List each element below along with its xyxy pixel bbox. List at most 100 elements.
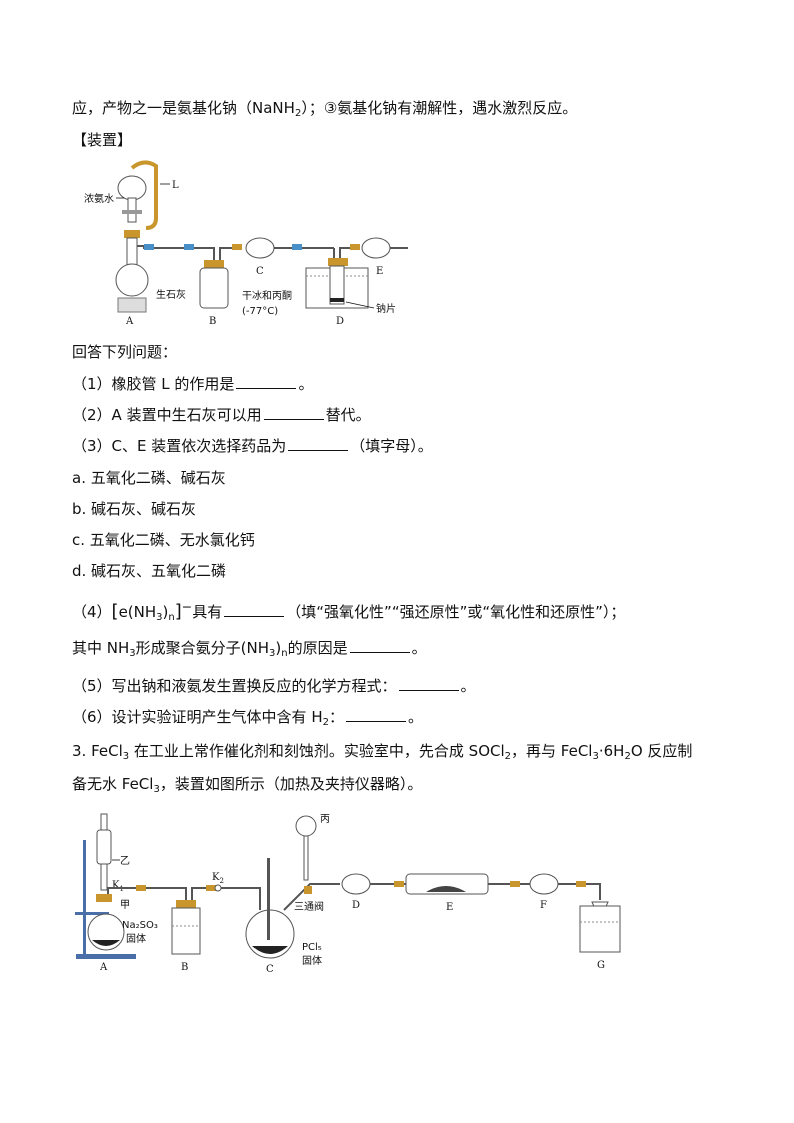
beaker-G xyxy=(579,905,621,953)
thermometer xyxy=(267,858,270,940)
problem-3-l1sub2: 2 xyxy=(504,751,512,762)
label-E1: E xyxy=(376,266,383,277)
option-d: d. 碱石灰、五氧化二磷 xyxy=(72,562,227,580)
problem-3-l1sub: 3 xyxy=(122,751,130,762)
label-C2: C xyxy=(266,964,274,975)
label-bing: 丙 xyxy=(320,814,330,825)
answer-blank-4a[interactable] xyxy=(224,602,285,617)
drying-tube-F xyxy=(529,873,559,895)
label-K2: K2 xyxy=(212,872,224,885)
rubber-tube-L xyxy=(130,160,158,230)
question-2-text: （2）A 装置中生石灰可以用 xyxy=(72,406,262,424)
label-conc-ammonia: 浓氨水 xyxy=(84,192,114,205)
answer-blank-5[interactable] xyxy=(398,676,459,691)
question-4-line2-b: 形成聚合氨分子(NH xyxy=(135,639,270,657)
apparatus-figure-1: L 浓氨水 生石灰 A B C 干冰和丙酮 (-77°C) D 钠片 E xyxy=(84,160,408,327)
question-4-mid: 具有 xyxy=(192,603,223,621)
option-a: a. 五氧化二磷、碱石灰 xyxy=(72,469,226,487)
label-K1: K1 xyxy=(112,880,124,893)
label-temp: (-77°C) xyxy=(242,306,278,317)
question-4-line2-n: n xyxy=(281,648,288,659)
label-D1: D xyxy=(336,316,344,327)
question-4-end: （填“强氧化性”“强还原性”或“氧化性和还原性”）； xyxy=(286,603,626,621)
intro-text-2: ）；③氨基化钠有潮解性，遇水激烈反应。 xyxy=(301,99,578,117)
question-4-formula-sub: 3 xyxy=(156,612,163,623)
problem-3-l1a: 3. FeCl xyxy=(72,742,123,760)
label-E2: E xyxy=(446,902,453,913)
problem-3-l1e: O 反应制 xyxy=(630,742,693,760)
question-3-text: （3）C、E 装置依次选择药品为 xyxy=(72,437,287,455)
answer-blank-3[interactable] xyxy=(288,436,349,451)
flask-A xyxy=(115,263,149,297)
label-jia: 甲 xyxy=(120,900,130,911)
section-device-heading: 【装置】 xyxy=(72,131,133,149)
problem-3-line-1: 3. FeCl3 在工业上常作催化剂和刻蚀剂。实验室中，先合成 SOCl2，再与… xyxy=(72,741,692,767)
question-1-end: 。 xyxy=(298,375,314,393)
separatory-funnel xyxy=(117,175,147,201)
drying-tube-bing xyxy=(295,815,317,837)
intro-formula: NaNH xyxy=(252,99,295,117)
question-4-line2-sub: 3 xyxy=(129,648,136,659)
question-5-end: 。 xyxy=(460,677,476,695)
question-6-end: 。 xyxy=(407,708,423,726)
label-B1: B xyxy=(209,316,216,327)
label-B2: B xyxy=(181,962,188,973)
drying-tube-E xyxy=(361,237,391,259)
question-4-line2-a: 其中 NH xyxy=(72,639,130,657)
drying-tube-C xyxy=(245,237,275,259)
answer-blank-1[interactable] xyxy=(236,374,297,389)
label-A2: A xyxy=(99,962,108,973)
problem-3-l1b: 在工业上常作催化剂和刻蚀剂。实验室中，先合成 SOCl xyxy=(129,742,505,760)
answer-blank-6[interactable] xyxy=(345,707,406,722)
question-4-formula: e(NH xyxy=(118,603,157,621)
label-dry-ice: 干冰和丙酮 xyxy=(242,289,292,302)
problem-3-l1d: ·6H xyxy=(598,742,625,760)
question-4-line2-sub2: 3 xyxy=(269,648,276,659)
question-6: （6）设计实验证明产生气体中含有 H2： 。 xyxy=(72,707,423,733)
option-c: c. 五氧化二磷、无水氯化钙 xyxy=(72,531,255,549)
question-2: （2）A 装置中生石灰可以用替代。 xyxy=(72,405,371,425)
problem-3-l1sub4: 2 xyxy=(624,751,631,762)
answer-blank-2[interactable] xyxy=(263,405,324,420)
question-5-text: （5）写出钠和液氨发生置换反应的化学方程式： xyxy=(72,677,397,695)
question-6-text: （6）设计实验证明产生气体中含有 H xyxy=(72,708,323,726)
question-3-end: （填字母）。 xyxy=(350,437,433,455)
question-3: （3）C、E 装置依次选择药品为 （填字母）。 xyxy=(72,436,433,456)
label-pcl5-solid: 固体 xyxy=(302,955,322,967)
bottle-B2 xyxy=(171,907,201,955)
question-5: （5）写出钠和液氨发生置换反应的化学方程式： 。 xyxy=(72,676,476,696)
dropping-funnel-yi xyxy=(96,829,112,865)
intro-text-1: 应，产物之一是氨基化钠（ xyxy=(72,99,253,117)
label-D2: D xyxy=(352,900,360,911)
intro-formula-sub: 2 xyxy=(294,108,302,119)
label-yi: 乙 xyxy=(120,855,130,867)
answer-header: 回答下列问题： xyxy=(72,343,178,361)
quicklime-block xyxy=(117,297,147,313)
question-4-line2-c: ) xyxy=(275,639,282,657)
intro-line: 应，产物之一是氨基化钠（NaNH2）；③氨基化钠有潮解性，遇水激烈反应。 xyxy=(72,98,577,124)
problem-3-l2sub: 3 xyxy=(153,784,160,795)
label-na2so3: Na₂SO₃ xyxy=(122,920,158,931)
question-4: （4）[e(NH3)n]−具有（填“强氧化性”“强还原性”或“氧化性和还原性”）… xyxy=(72,599,626,623)
option-b: b. 碱石灰、碱石灰 xyxy=(72,500,197,518)
bottle-B xyxy=(199,267,229,309)
label-pcl5: PCl₅ xyxy=(302,942,322,953)
label-solid-A: 固体 xyxy=(126,933,146,945)
question-6-mid: ： xyxy=(328,708,344,726)
question-6-sub: 2 xyxy=(322,717,329,728)
apparatus-figure-2: 乙 K1 甲 Na₂SO₃ 固体 A B K2 PCl₅ 固体 C 丙 三通阀 … xyxy=(75,813,621,975)
label-A1: A xyxy=(125,316,134,327)
problem-3-l2b: ，装置如图所示（加热及夹持仪器略）。 xyxy=(159,775,423,793)
question-1: （1）橡胶管 L 的作用是。 xyxy=(72,374,313,394)
problem-3-l1c: ，再与 FeCl xyxy=(511,742,593,760)
answer-blank-4b[interactable] xyxy=(349,638,410,653)
label-sodium: 钠片 xyxy=(376,302,396,315)
problem-3-line-2: 备无水 FeCl3，装置如图所示（加热及夹持仪器略）。 xyxy=(72,774,422,800)
question-4-formula-n: n xyxy=(168,612,175,623)
problem-3-l1sub3: 3 xyxy=(592,751,599,762)
label-C1: C xyxy=(256,266,264,277)
label-F2: F xyxy=(540,900,547,911)
question-4-prefix: （4） xyxy=(72,603,112,621)
label-three-way: 三通阀 xyxy=(294,900,324,913)
problem-3-l2a: 备无水 FeCl xyxy=(72,775,154,793)
